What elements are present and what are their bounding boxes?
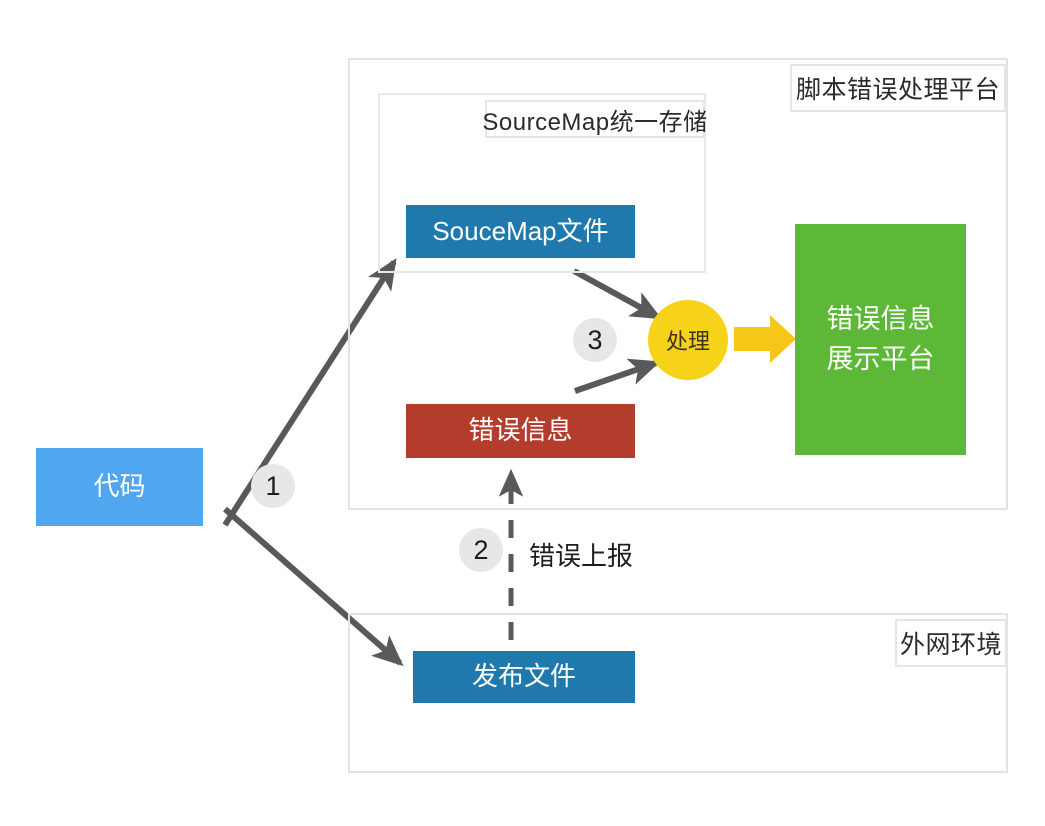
node-sourcemap-file[interactable]: SouceMap文件 [406,205,635,258]
panel-label-external-network: 外网环境 [895,619,1007,667]
panel-external-network [348,613,1008,773]
step-badge-3: 3 [573,318,617,362]
panel-label-script-error-platform: 脚本错误处理平台 [790,64,1006,112]
node-error-info[interactable]: 错误信息 [406,404,635,458]
panel-label-sourcemap-storage: SourceMap统一存储 [482,100,707,138]
panel-script-error-platform [348,58,1008,510]
step-badge-2: 2 [459,528,503,572]
node-code[interactable]: 代码 [36,448,203,526]
node-display-platform[interactable]: 错误信息 展示平台 [795,224,966,455]
panel-sourcemap-storage [378,93,706,273]
node-publish-file[interactable]: 发布文件 [413,651,635,703]
node-process[interactable]: 处理 [648,300,728,380]
edge-label-error-report: 错误上报 [529,541,634,571]
step-badge-1: 1 [251,464,295,508]
